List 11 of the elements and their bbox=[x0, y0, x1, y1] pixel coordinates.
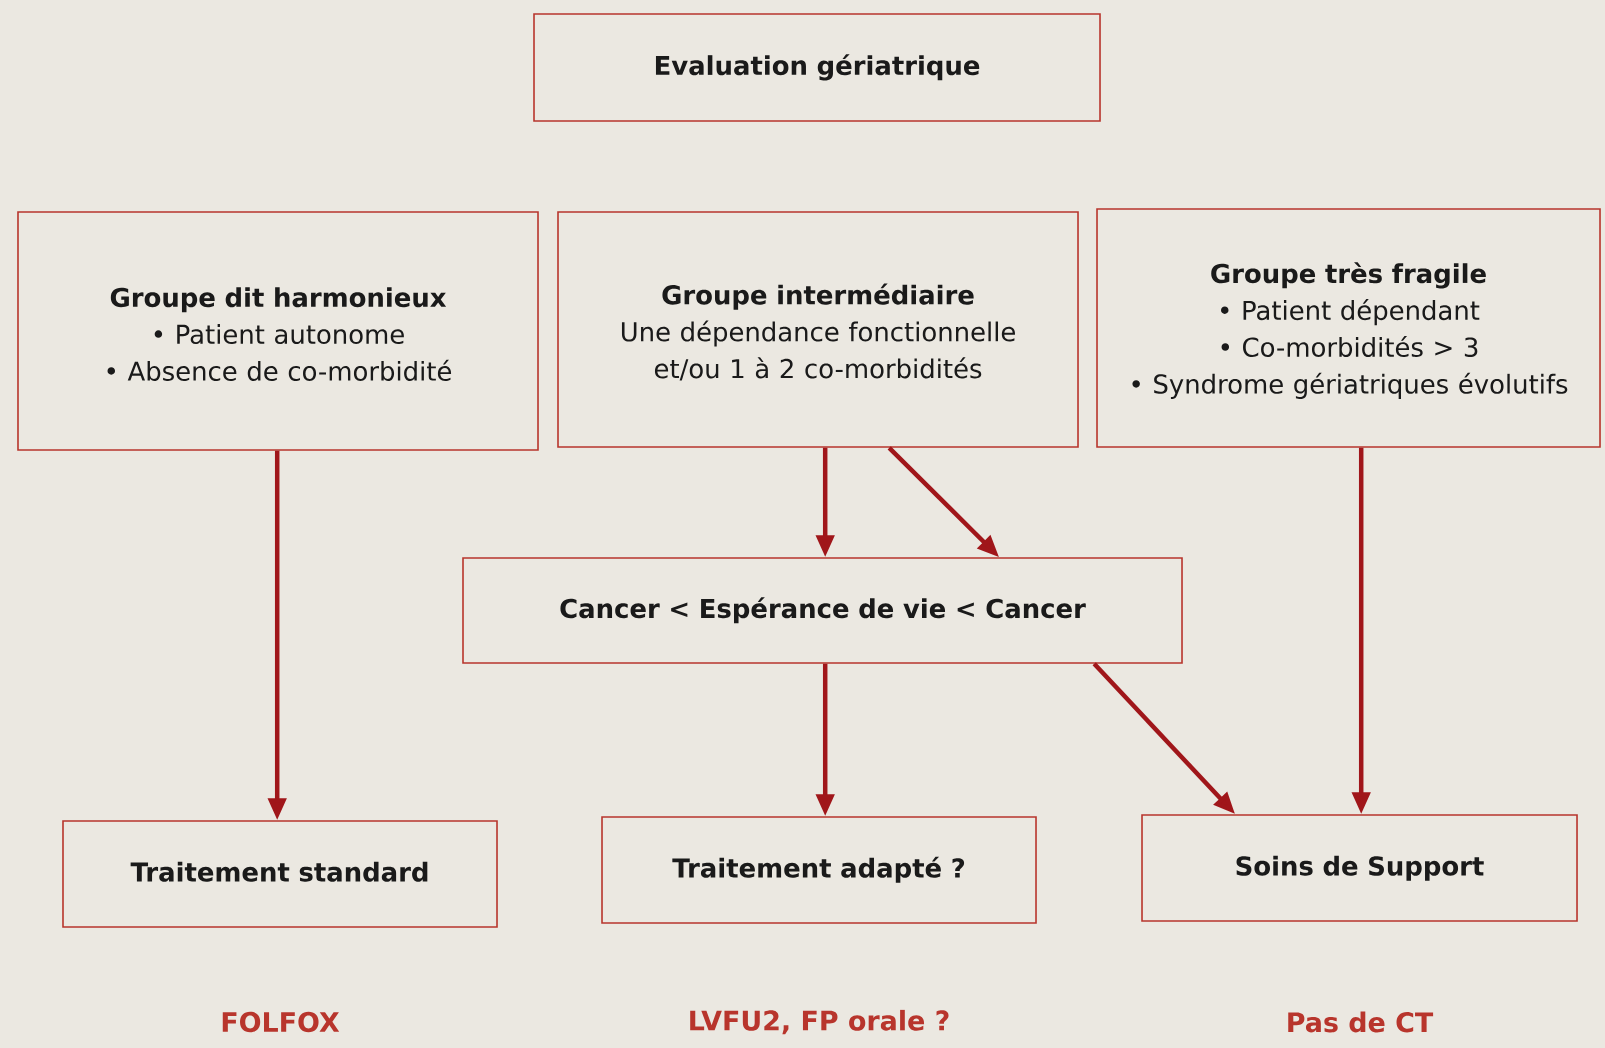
process-box: Traitement standard bbox=[62, 820, 498, 928]
treatment-note: FOLFOX bbox=[222, 1011, 340, 1033]
process-box: Soins de Support bbox=[1141, 814, 1578, 922]
group-box: Groupe très fragile • Patient dépendant • Co-morbidités > 3 • Syndrome gériatriques évolutifs bbox=[1096, 208, 1601, 448]
process-box: Cancer < Espérance de vie < Cancer bbox=[462, 557, 1183, 664]
process-box: Evaluation gériatrique bbox=[533, 13, 1101, 122]
treatment-note: LVFU2, FP orale ? bbox=[690, 1009, 949, 1035]
group-box: Groupe intermédiaire Une dépendance fonctionnelle et/ou 1 à 2 co-morbidités bbox=[557, 211, 1079, 448]
group-box: Groupe dit harmonieux • Patient autonome • Absence de co-morbidité bbox=[17, 211, 539, 451]
process-box: Traitement adapté ? bbox=[601, 816, 1037, 924]
treatment-note: Pas de CT bbox=[1288, 1011, 1434, 1033]
